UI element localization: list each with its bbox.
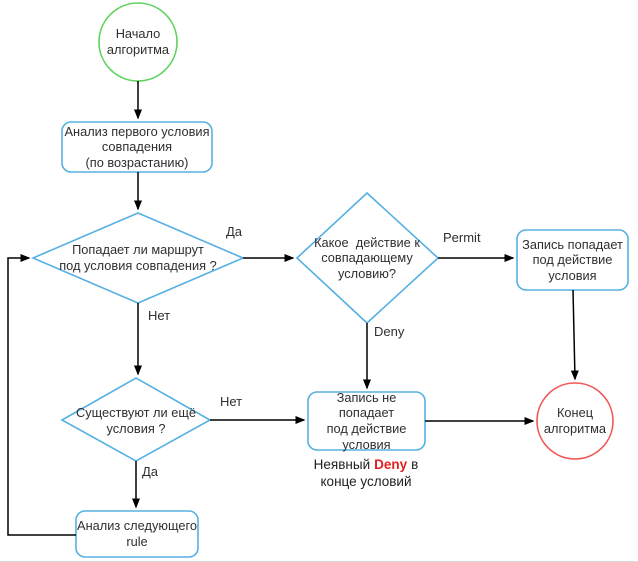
analyze-first-node [61,121,213,173]
more-conditions-decision-label: Существуют ли ещё условия ? [76,404,196,436]
record-matches-node-label: Запись попадает под действие условия [522,236,623,283]
caption-suffix: в [411,457,419,472]
edge-label-yes-1: Да [226,224,243,239]
edge-label-deny: Deny [374,324,405,339]
caption-prefix: Неявный [313,457,371,472]
implicit-deny-caption-line1: Неявный Deny в [291,456,441,473]
analyze-next-node [75,510,199,558]
edge-record-matches-to-end [570,289,579,381]
edge-label-no-1: Нет [148,308,171,323]
edge-label-yes-2: Да [142,464,159,479]
record-not-match-node-label: Запись не попадает под действие условия [326,389,407,452]
edge-label-permit: Permit [443,230,481,245]
analyze-next-node-label: Анализ следующего rule [77,518,197,549]
implicit-deny-caption-line2: конце условий [320,474,412,490]
end-node-label: Конец алгоритма [543,405,607,436]
route-match-decision-label: Попадает ли маршрут под условия совпаден… [59,242,217,273]
record-matches-node [516,229,629,291]
action-decision-label: Какое действие к совпадающему условию? [314,234,420,281]
analyze-first-node-label: Анализ первого условия совпадения (по во… [64,123,210,170]
end-node [536,382,614,460]
edge-label-no-2: Нет [220,394,243,409]
implicit-deny-caption: Неявный Deny в конце условий [291,456,441,491]
caption-deny-highlight: Deny [374,457,408,472]
edge-analyze-next-loop-back [7,254,76,536]
start-node-label: Начало алгоритма [106,26,170,57]
